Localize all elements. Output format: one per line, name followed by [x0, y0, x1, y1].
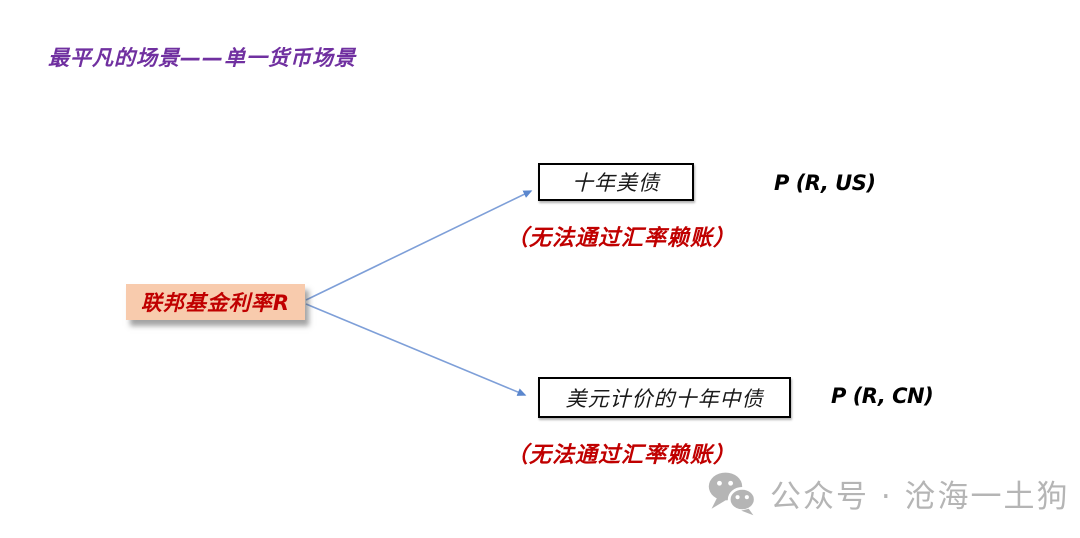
- wechat-icon: [708, 472, 757, 516]
- arrow-to-cn-bond: [305, 303, 527, 396]
- note-us: （无法通过汇率赖账）: [506, 226, 737, 251]
- box-us-treasury: 十年美债: [538, 163, 694, 201]
- note-cn: （无法通过汇率赖账）: [506, 443, 737, 468]
- price-function-cn: P (R, CN): [831, 384, 934, 408]
- watermark-text: 公众号 · 沧海一土狗: [770, 478, 1070, 515]
- watermark: 公众号 · 沧海一土狗: [706, 470, 1070, 516]
- page-title: 最平凡的场景——单一货币场景: [48, 46, 356, 70]
- box-cn-bond: 美元计价的十年中债: [538, 377, 791, 418]
- source-node-fed-funds-rate: 联邦基金利率R: [126, 284, 305, 320]
- arrow-to-us-bond: [305, 190, 533, 301]
- price-function-us: P (R, US): [774, 171, 876, 195]
